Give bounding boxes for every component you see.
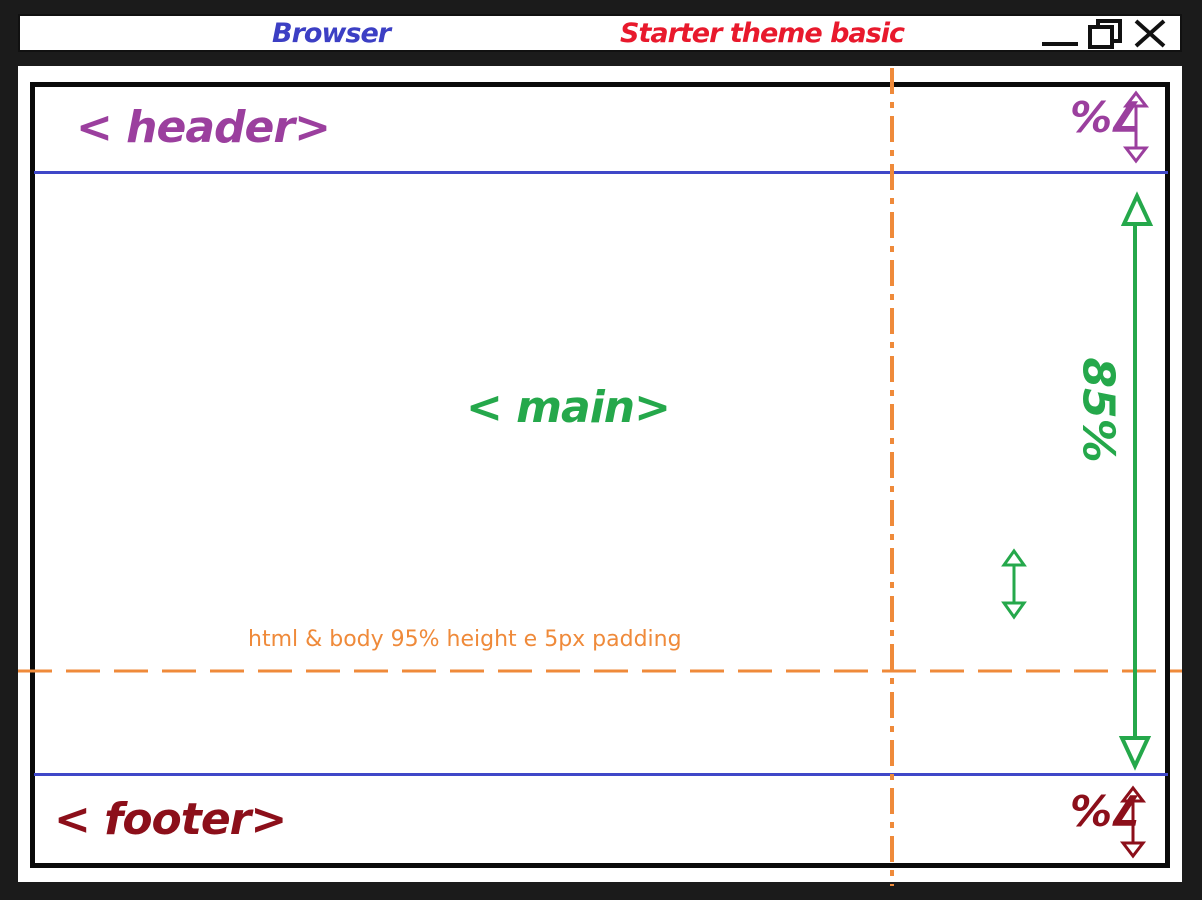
footer-divider: [34, 773, 1168, 776]
footer-percent: 7%: [1070, 785, 1142, 834]
browser-titlebar: Browser Starter theme basic: [18, 14, 1182, 52]
minimize-icon[interactable]: [1042, 42, 1078, 46]
footer-height-arrow: [1119, 785, 1147, 859]
main-height-arrow: [1118, 191, 1154, 771]
theme-title: Starter theme basic: [620, 18, 905, 49]
padding-arrow: [1001, 548, 1027, 620]
window-controls: [1042, 19, 1166, 49]
footer-tag-label: < footer>: [54, 794, 287, 845]
restore-icon[interactable]: [1088, 19, 1122, 49]
main-tag-label: < main>: [466, 382, 671, 433]
page-frame: [30, 82, 1170, 868]
header-tag-label: < header>: [76, 102, 331, 153]
header-divider: [34, 171, 1168, 174]
browser-label: Browser: [272, 18, 391, 49]
padding-note: html & body 95% height e 5px padding: [248, 627, 682, 652]
close-icon[interactable]: [1134, 19, 1166, 48]
main-percent: 85%: [1072, 357, 1124, 463]
header-height-arrow: [1122, 90, 1150, 164]
header-percent: 7%: [1070, 91, 1142, 140]
